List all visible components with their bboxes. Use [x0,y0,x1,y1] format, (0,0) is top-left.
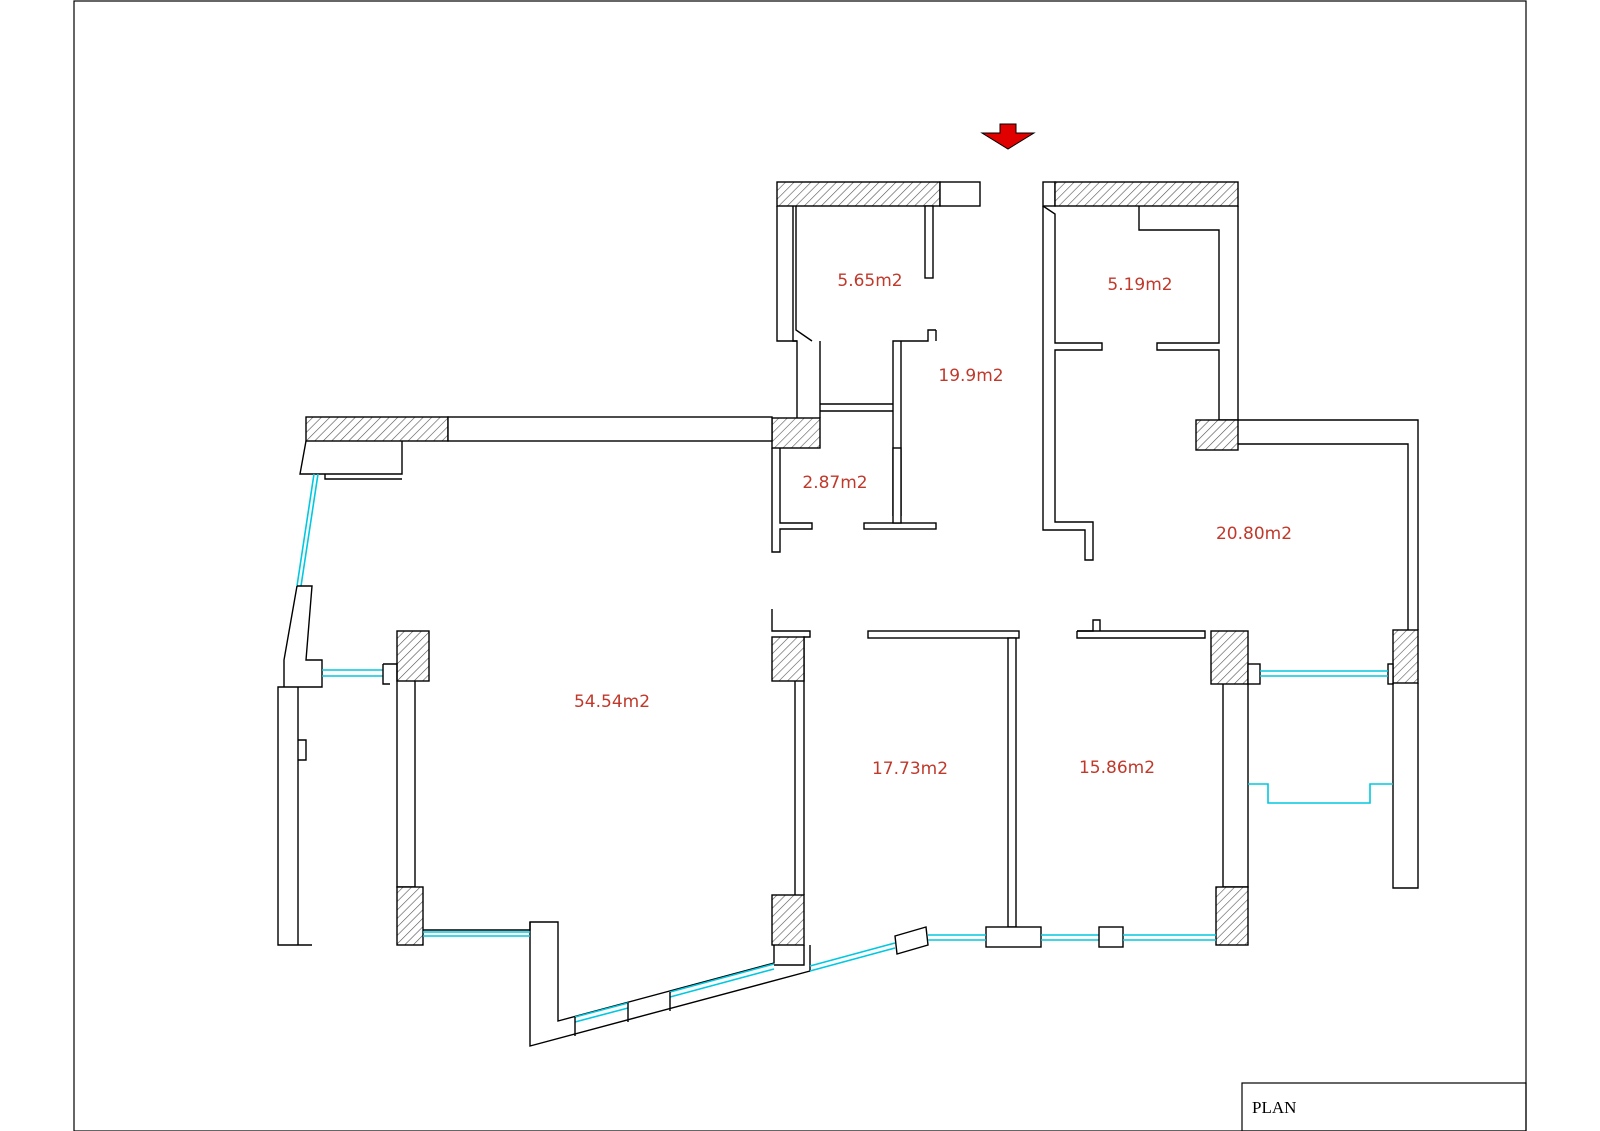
title-block: PLAN [1241,1082,1527,1131]
wall-group-center [423,609,929,1047]
wall-group-west [277,416,773,946]
room-area-label: 20.80m2 [1216,524,1292,544]
wall-group-top-right [1042,181,1419,630]
room-area-label: 17.73m2 [872,759,948,779]
wall-group-east [1248,629,1419,889]
room-area-label: 15.86m2 [1079,758,1155,778]
room-area-label: 5.65m2 [837,271,902,291]
room-area-label: 54.54m2 [574,692,650,712]
room-labels: 5.65m2 5.19m2 19.9m2 2.87m2 20.80m2 54.5… [574,271,1292,779]
wall-group-south [867,619,1261,948]
drawing-frame [73,0,1527,1131]
wall-group-top-left [771,181,981,553]
room-area-label: 19.9m2 [938,366,1003,386]
entrance-arrow-icon [980,123,1036,150]
room-area-label: 5.19m2 [1107,275,1172,295]
plan-title: PLAN [1252,1098,1296,1117]
room-area-label: 2.87m2 [802,473,867,493]
